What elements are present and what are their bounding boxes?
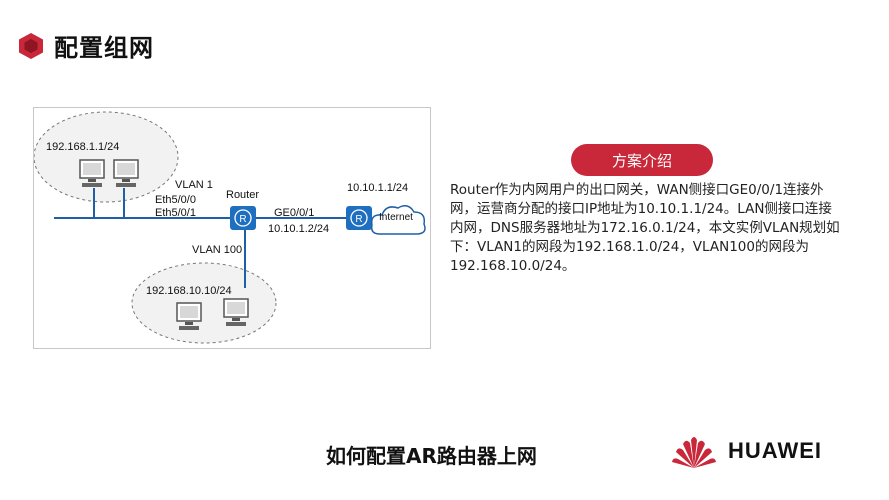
vlan1-subnet-label: 192.168.1.1/24: [46, 141, 120, 153]
router-label: Router: [226, 189, 260, 201]
cloud-icon: [370, 205, 426, 235]
topology-svg: R R: [34, 111, 426, 344]
pc-icon: [79, 159, 105, 187]
hexagon-icon: [19, 32, 43, 59]
router-glyph: R: [239, 214, 246, 225]
vlan100-label: VLAN 100: [192, 244, 243, 256]
huawei-flower-icon: [672, 437, 716, 468]
vlan100-area: [131, 262, 277, 344]
solution-badge: 方案介绍: [571, 144, 713, 176]
page-header: 配置组网: [18, 28, 154, 63]
pc-icon: [223, 298, 249, 326]
eth1-label: Eth5/0/1: [155, 207, 196, 219]
vlan1-area: [34, 111, 179, 203]
ge-ip-label: 10.10.1.2/24: [268, 223, 330, 235]
huawei-logo: HUAWEI: [670, 432, 822, 470]
pc-icon: [176, 302, 202, 330]
eth0-label: Eth5/0/0: [155, 194, 196, 206]
pc-icon: [113, 159, 139, 187]
router-icon: R: [346, 206, 372, 230]
network-diagram: R R 192.168.1.1/24 VLAN 1 Eth5/0/0 Eth5/…: [33, 107, 431, 349]
video-subtitle: 如何配置AR路由器上网: [326, 444, 537, 468]
internet-label: Internet: [379, 212, 413, 223]
page-title: 配置组网: [54, 34, 154, 62]
vlan100-subnet-label: 192.168.10.10/24: [146, 285, 232, 297]
brand-name: HUAWEI: [728, 438, 822, 463]
router-glyph: R: [355, 214, 362, 225]
ge-port-label: GE0/0/1: [274, 207, 315, 219]
wan-ip-label: 10.10.1.1/24: [347, 182, 409, 194]
vlan1-label: VLAN 1: [175, 179, 213, 191]
router-icon: R: [230, 206, 256, 230]
solution-description: Router作为内网用户的出口网关，WAN侧接口GE0/0/1连接外网，运营商分…: [450, 182, 840, 274]
